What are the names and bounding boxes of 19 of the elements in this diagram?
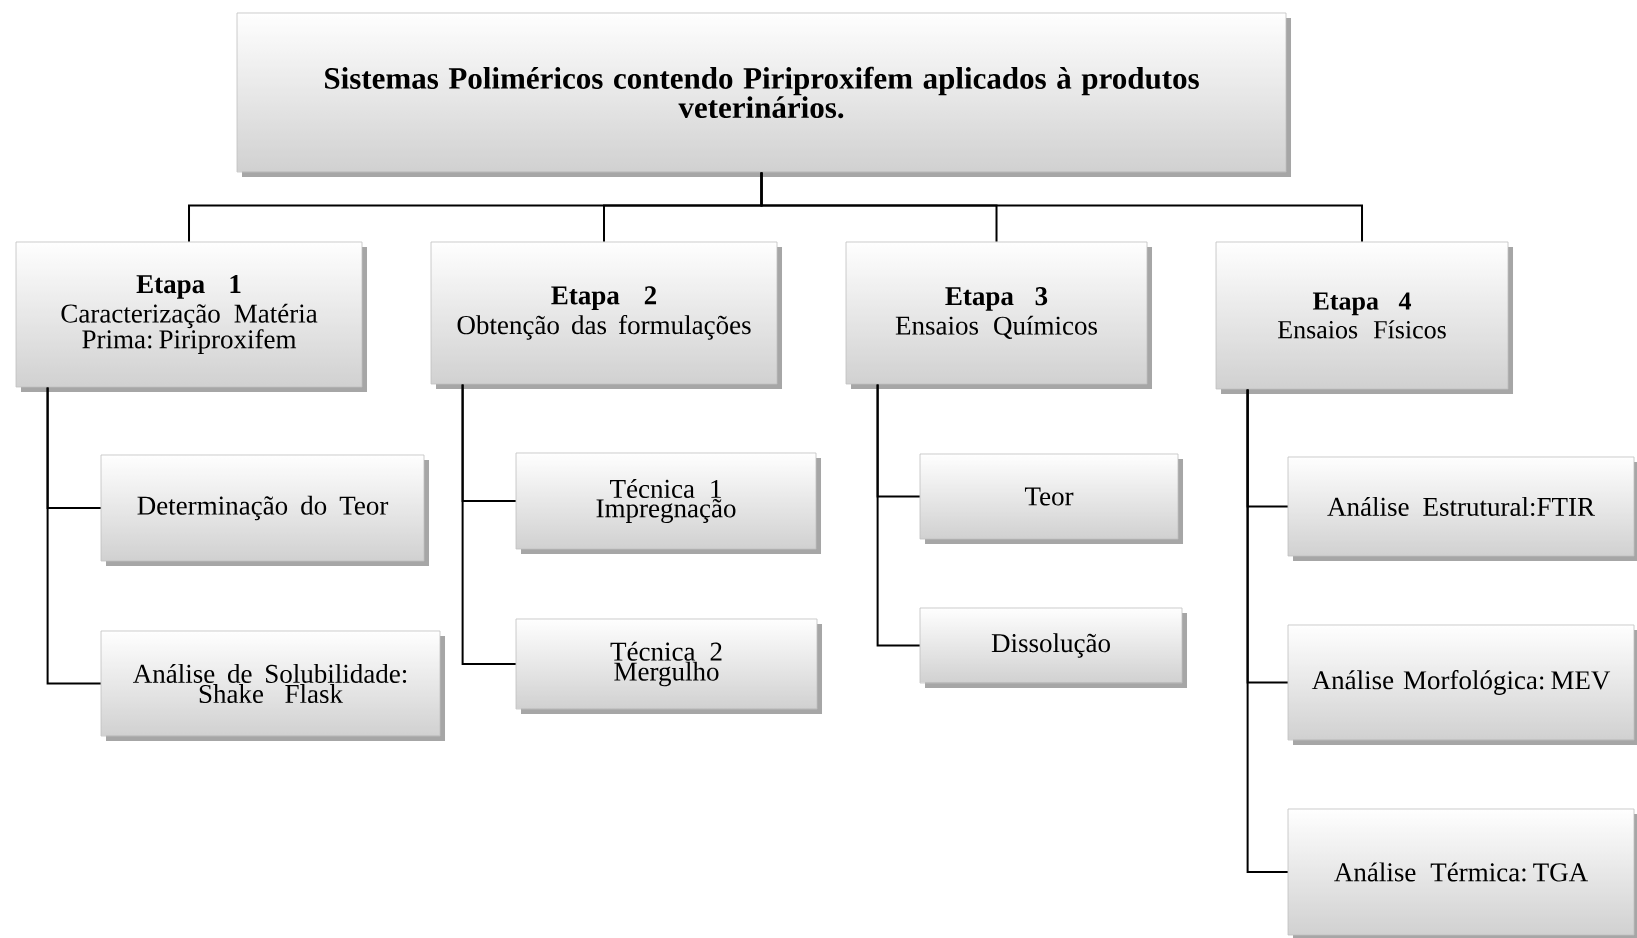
connector-line — [46, 386, 102, 685]
task-box: Análise Morfológica: MEV — [1287, 624, 1637, 745]
task-box: Análise de Solubilidade: Shake Flask — [100, 630, 445, 741]
task-box: Técnica 2 Mergulho — [515, 618, 822, 714]
task-box: Teor — [919, 453, 1183, 544]
task-box: Determinação do Teor — [100, 454, 429, 566]
connector-line — [461, 383, 517, 665]
stage-box: Etapa 2 Obtenção das formulações — [430, 241, 782, 389]
task-box: Análise Térmica: TGA — [1287, 808, 1637, 938]
stage-box: Etapa 3 Ensaios Químicos — [845, 241, 1152, 389]
stage-box: Etapa 1 Caracterização Matéria Prima: Piriproxifem — [15, 241, 367, 392]
task-box: Técnica 1 Impregnação — [515, 452, 821, 554]
connector-line — [876, 383, 921, 647]
task-box: Análise Estrutural:FTIR — [1287, 456, 1637, 561]
connector-line — [760, 171, 1363, 243]
title-box: Sistemas Poliméricos contendo Piriproxifem aplicados à produtos veterinários. — [236, 12, 1291, 177]
stage-box: Etapa 4 Ensaios Físicos — [1215, 241, 1513, 394]
task-box: Dissolução — [919, 607, 1187, 688]
connector-line — [1246, 388, 1289, 873]
